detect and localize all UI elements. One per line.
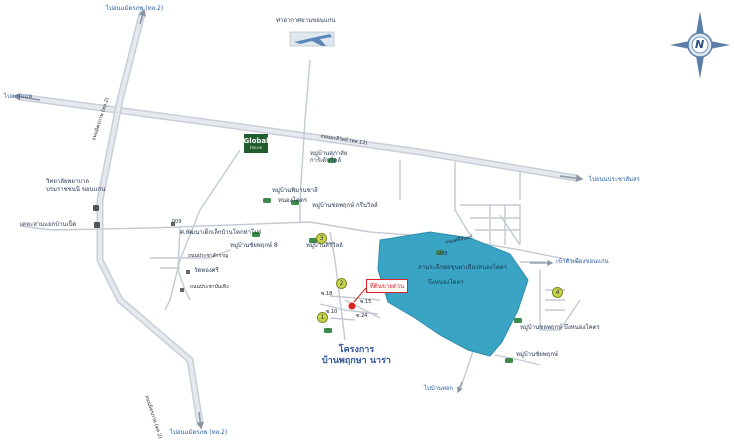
soi-label-2: ซ.24 <box>356 313 368 319</box>
village-label-2b: หนองโคตร <box>278 197 307 204</box>
village-label-2: หมู่บ้านพิมานชาลี <box>272 187 318 194</box>
highway-mittraphap <box>12 93 584 182</box>
village-label-1: หมู่บ้านสุภาลัย การ์เด้นวิลล์ <box>310 150 348 165</box>
village-label-6: หมู่บ้านชลพฤกษ์ บึงหนองโคตร <box>520 324 600 331</box>
lake-mark-label: 008 <box>438 251 448 257</box>
km-marker-label: 009 <box>172 219 182 225</box>
road-label-west: ไปอ.ชุมแพ <box>4 93 33 100</box>
highway-north-south <box>96 8 204 430</box>
secondary-roads <box>19 59 581 391</box>
compass-north-letter: N <box>695 38 705 51</box>
badge-1: 1 <box>317 312 328 323</box>
project-label-line-1: โครงการ <box>338 345 375 355</box>
building-icons <box>171 222 190 292</box>
compass-rose-icon <box>670 11 730 79</box>
soi-label-0: ซ.18 <box>321 291 333 297</box>
car-icons <box>93 158 522 363</box>
badge-2: 2 <box>336 278 347 289</box>
road-label-east-city: เข้าตัวเมืองขอนแก่น <box>556 258 609 265</box>
airport-label: ท่าอากาศยานขอนแก่น <box>276 17 336 24</box>
global-house-logo: Global House <box>243 134 269 153</box>
village-label-5: หมู่บ้านสิริวิลล์ <box>306 242 343 249</box>
village-label-7: หมู่บ้านชัยพฤกษ์ <box>516 351 558 358</box>
lake-center-label: ลานระลึกพ่อขุนผาเมืองหนองโคตร <box>418 264 508 271</box>
market-label: เคหะสามแยกบ้านเป็ด <box>20 221 77 228</box>
soi-label-3: ซ.10 <box>326 309 338 315</box>
global-house-logo-title: Global <box>243 136 269 145</box>
arrow-south-east <box>456 381 463 394</box>
college-label: วิทยาลัยพยาบาล บรมราชชนนี ขอนแก่น <box>46 178 106 193</box>
lake-name-label: บึงหนองโคตร <box>428 279 464 286</box>
road-label-south: ไปอนแม้ดรภพ (ทล.2) <box>170 429 228 436</box>
land-leader-line <box>353 287 367 303</box>
project-label-line-2: บ้านพฤกษา นารา <box>322 356 391 367</box>
soi-label-1: ซ.15 <box>360 299 372 305</box>
road-label-soi-a: ถนนประชาสำราญ <box>188 253 229 259</box>
land-callout: ที่ดินขายด่วน <box>366 279 408 293</box>
road-label-north: ไปอนแม้ดรภพ (ทล.2) <box>106 5 164 12</box>
lake-bueng-nong-khot <box>377 231 529 357</box>
badge-3: 3 <box>316 233 327 244</box>
school-label: ศ.พัฒนาเด็กเล็กบ้านโคกท่าโปร่ <box>180 229 262 236</box>
road-label-south-east: ไปบ้านทอก <box>424 385 454 392</box>
global-house-logo-subtitle: House <box>249 144 263 150</box>
road-label-east-main: ไปถนนประชาสัมสร <box>589 176 640 183</box>
road-label-soi-b: ถนนประชาบันเทิง <box>190 284 229 290</box>
village-label-4: หมู่บ้านชัยพฤกษ์ 8 <box>230 242 278 249</box>
temple-label: วัดทองศรี <box>194 267 219 274</box>
project-label: โครงการ บ้านพฤกษา นารา <box>322 345 391 368</box>
badge-4: 4 <box>552 287 563 298</box>
village-label-3: หมู่บ้านชลพฤกษ์ กรีนวิลล์ <box>312 202 378 209</box>
land-marker-dot <box>348 302 356 310</box>
airplane-icon <box>289 31 335 47</box>
